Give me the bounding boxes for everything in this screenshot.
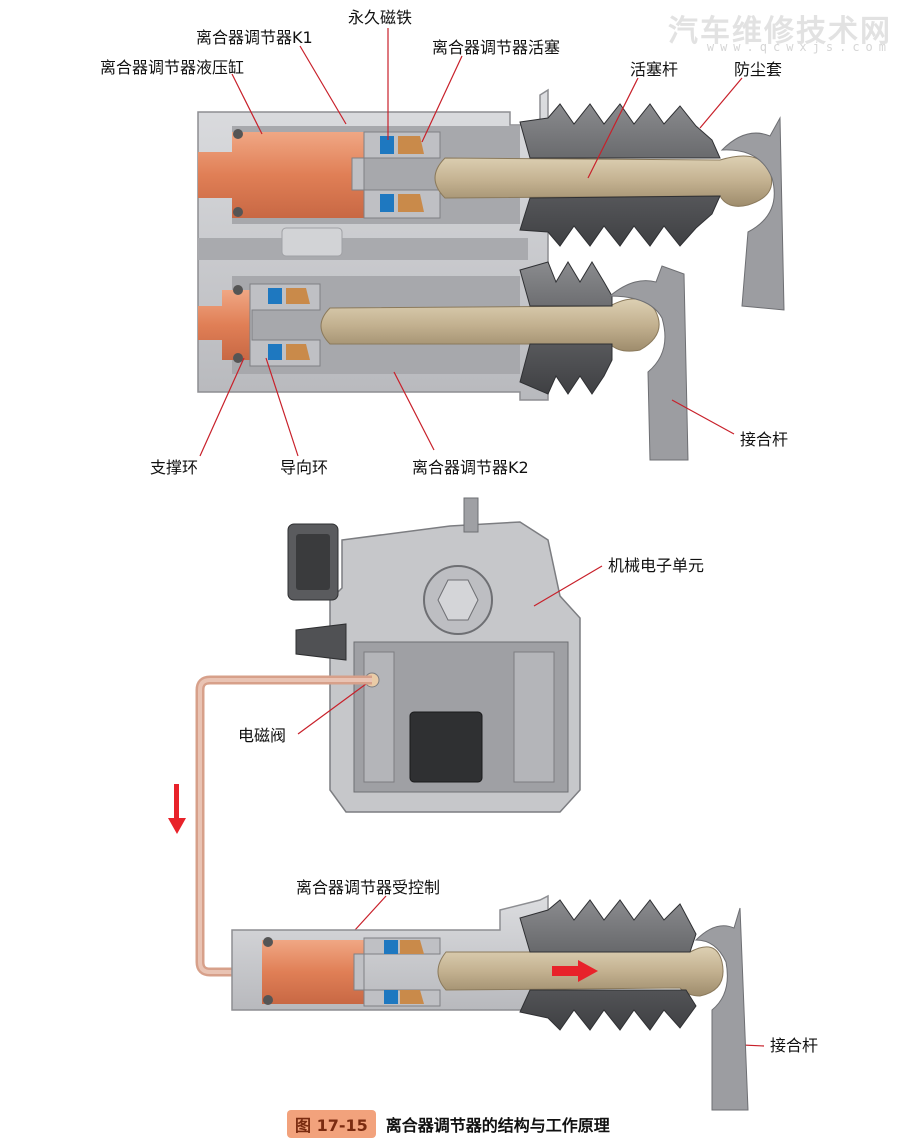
top-actuator-assembly <box>197 88 785 461</box>
label-magnet: 永久磁铁 <box>348 8 413 27</box>
k1-magnet-bottom <box>380 194 394 212</box>
label-mech-unit: 机械电子单元 <box>608 556 705 575</box>
label-lever-top: 接合杆 <box>740 430 789 449</box>
mechatronic-stud <box>463 497 479 533</box>
figure-caption: 图 17-15 离合器调节器的结构与工作原理 <box>287 1110 610 1138</box>
mechatronic-unit <box>287 497 581 813</box>
k1-support-ring-bottom <box>233 207 243 217</box>
k1-engage-lever <box>720 116 785 311</box>
k2-seal-top <box>286 288 310 304</box>
k2-magnet-bottom <box>268 344 282 360</box>
k1-oil-chamber <box>198 132 364 218</box>
connector-pins <box>296 534 330 590</box>
figure-number: 图 17-15 <box>287 1110 376 1138</box>
k1-dust-boot <box>519 103 721 247</box>
flow-direction-arrow <box>168 784 186 834</box>
bottom-dust-boot <box>519 899 697 1031</box>
cable-boot <box>295 623 347 661</box>
watermark-title: 汽车维修技术网 <box>668 14 892 49</box>
oil-line-inner <box>198 678 372 974</box>
label-piston-rod: 活塞杆 <box>630 60 679 79</box>
valve-column-right <box>513 651 555 783</box>
top-leader-lines <box>199 28 743 457</box>
label-k1: 离合器调节器K1 <box>196 28 313 47</box>
k1-seal-bottom <box>398 194 424 212</box>
k2-support-ring-bottom <box>233 353 243 363</box>
housing-divider <box>198 238 528 260</box>
bottom-seal-top <box>400 940 424 954</box>
k2-magnet-top <box>268 288 282 304</box>
label-support-ring: 支撑环 <box>150 458 199 477</box>
motion-arrow <box>552 960 598 982</box>
bottom-oil-chamber <box>262 940 364 1004</box>
label-piston: 离合器调节器活塞 <box>432 38 561 57</box>
hex-nut <box>437 579 479 621</box>
housing-pocket <box>281 227 343 257</box>
bottom-support-ring-bottom <box>263 995 273 1005</box>
k2-dust-boot <box>519 261 613 395</box>
bottom-seal-bottom <box>400 990 424 1004</box>
k1-seal-top <box>398 136 424 154</box>
k2-seal-bottom <box>286 344 310 360</box>
label-cylinder: 离合器调节器液压缸 <box>100 58 245 77</box>
bottom-magnet-top <box>384 940 398 954</box>
label-guide-ring: 导向环 <box>280 458 329 477</box>
label-controlled: 离合器调节器受控制 <box>296 878 441 897</box>
valve-column-left <box>363 651 395 783</box>
watermark-url: www.qcwxjs.com <box>706 40 892 54</box>
solenoid-block <box>409 711 483 783</box>
label-lever-bottom: 接合杆 <box>770 1036 819 1055</box>
k2-support-ring-top <box>233 285 243 295</box>
bottom-magnet-bottom <box>384 990 398 1004</box>
bottom-support-ring-top <box>263 937 273 947</box>
label-solenoid: 电磁阀 <box>238 726 287 745</box>
label-dust-boot: 防尘套 <box>734 60 783 79</box>
k2-oil-chamber <box>198 290 250 360</box>
bottom-engage-lever <box>694 907 749 1111</box>
k1-magnet-top <box>380 136 394 154</box>
label-k2: 离合器调节器K2 <box>412 458 529 477</box>
bottom-actuator-assembly <box>231 894 749 1111</box>
figure-title: 离合器调节器的结构与工作原理 <box>385 1116 610 1135</box>
k2-engage-lever <box>608 265 689 461</box>
k1-support-ring-top <box>233 129 243 139</box>
